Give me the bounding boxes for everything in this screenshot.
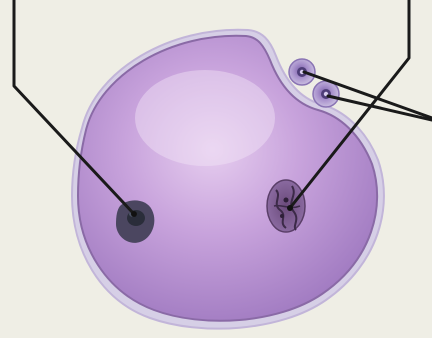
pointer-dot (287, 205, 293, 211)
polar-body-icon (289, 59, 315, 85)
cell-highlight (135, 70, 275, 166)
nucleus-icon (267, 180, 305, 232)
polar-body-icon (313, 81, 339, 107)
pointer-dot (131, 211, 137, 217)
